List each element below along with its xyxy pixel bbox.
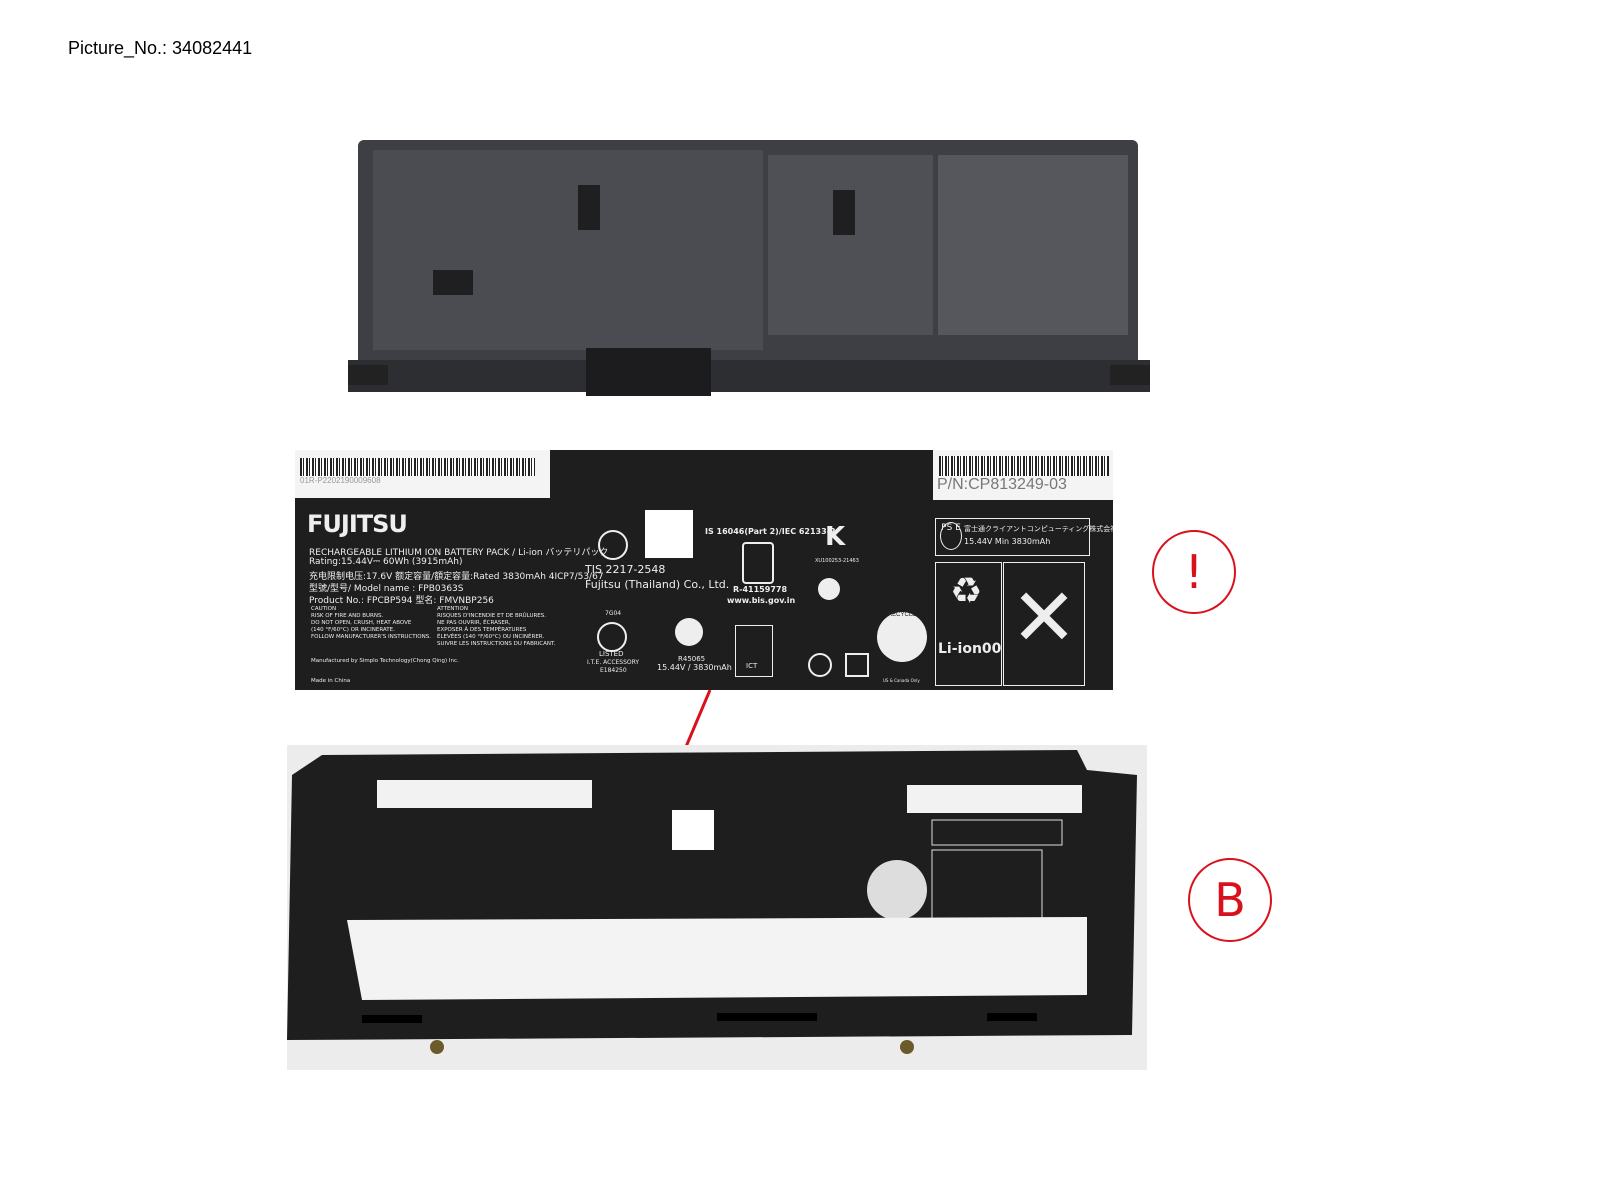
fujitsu-logo: FUJITSU [307, 510, 408, 538]
made-in-text: Made in China [311, 678, 351, 684]
bis-url: www.bis.gov.in [727, 596, 796, 605]
label-text: 型號/型号/ Model name : FPB0363S [309, 584, 464, 594]
barcode [939, 456, 1109, 476]
callout-exclamation: ! [1152, 530, 1236, 614]
part-number-sticker: P/N:CP813249-03 [933, 450, 1113, 500]
ce-icon [818, 578, 840, 600]
manufacturer-text: Manufactured by Simplo Technology(Chong … [311, 658, 459, 664]
ul-icon [597, 622, 627, 652]
tis-icon [598, 530, 628, 560]
label-text: 充电限制电压:17.6V 额定容量/額定容量:Rated 3830mAh 4IC… [309, 572, 604, 582]
picture-number: Picture_No.: 34082441 [68, 38, 253, 58]
ite-text: I.T.E. ACCESSORY [587, 659, 640, 666]
weee-bin-crossed-icon: ✕ [1003, 562, 1085, 686]
rbrc-recycle-seal: RECYCLE [877, 612, 927, 662]
liion-text: Li-ion00 [938, 641, 1002, 657]
bis-icon [742, 542, 774, 584]
kc-icon: K [825, 522, 846, 552]
part-number: P/N:CP813249-03 [937, 476, 1067, 493]
battery-top-photo [348, 140, 1150, 396]
bsmi-icon [675, 618, 703, 646]
epup-10-icon [808, 653, 832, 677]
label-text: Rating:15.44V⎓ 60Wh (3915mAh) [309, 557, 463, 567]
liion-recycle-box: ♻ Li-ion00 [935, 562, 1002, 686]
tis-text: TIS 2217-2548 [585, 563, 666, 576]
label-text: Product No.: FPCBP594 型名: FMVNBP256 [309, 596, 494, 606]
callout-b: B [1188, 858, 1272, 942]
r45-code: R45065 [678, 655, 706, 663]
pse-box: PS E 富士通クライアントコンピューティング株式会社 15.44V Min 3… [935, 518, 1113, 556]
ul-code: 7G04 [605, 610, 622, 617]
r45-rating: 15.44V / 3830mAh [657, 663, 732, 672]
barcode [300, 458, 535, 476]
pse-company: 富士通クライアントコンピューティング株式会社 [964, 525, 1113, 533]
battery-label-closeup: 01R-P2202190009608 FUJITSU RECHARGEABLE … [295, 450, 1113, 690]
label-text: RECHARGEABLE LITHIUM ION BATTERY PACK / … [309, 548, 609, 558]
us-canada-only: US & Canada Only [883, 678, 920, 683]
battery-bottom-photo [287, 745, 1147, 1070]
ict-text: ICT [746, 662, 758, 670]
bis-registration: R-41159778 [733, 585, 788, 594]
thai-company: Fujitsu (Thailand) Co., Ltd. [585, 578, 730, 591]
pse-icon: PS E [940, 522, 962, 550]
is-standard: IS 16046(Part 2)/IEC 62133-2 [705, 527, 836, 536]
ict-icon: ICT [735, 625, 773, 677]
qr-code [645, 510, 693, 558]
kc-code: XU100253-21463 [815, 558, 859, 564]
ul-file: E184250 [600, 667, 627, 674]
ul-listed: LISTED [599, 650, 624, 658]
serial-number: 01R-P2202190009608 [300, 476, 381, 485]
serial-barcode-sticker: 01R-P2202190009608 [295, 450, 550, 498]
pse-rating: 15.44V Min 3830mAh [964, 537, 1051, 546]
recycle-icon: ♻ [950, 571, 983, 612]
china-recycle-icon [845, 653, 869, 677]
